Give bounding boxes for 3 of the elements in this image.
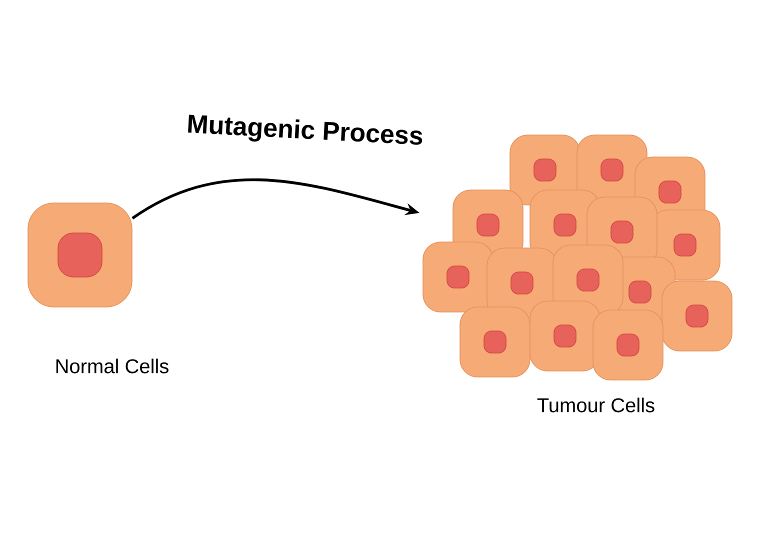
edge-label: Mutagenic Process xyxy=(188,114,422,145)
node-label: Normal Cells xyxy=(56,358,168,374)
node-label: Tumour Cells xyxy=(537,398,654,412)
